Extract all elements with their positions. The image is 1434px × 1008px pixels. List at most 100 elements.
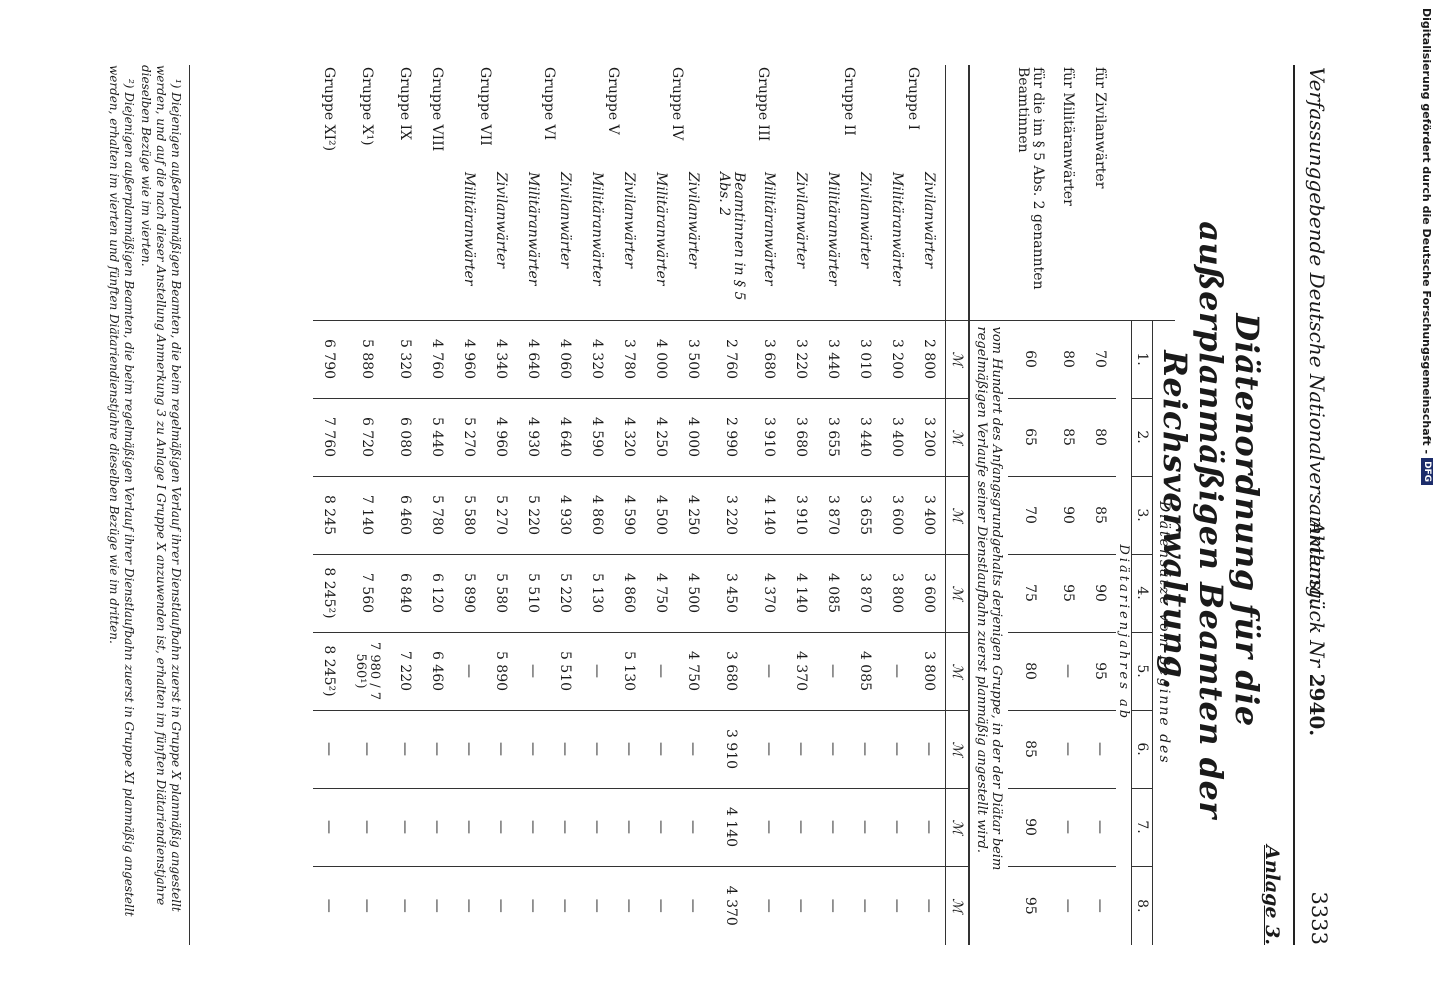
salary-value: — [753, 788, 785, 866]
salary-value: — [613, 710, 645, 788]
percent-value: — [1084, 710, 1116, 788]
unit-symbol: ℳ [945, 788, 969, 866]
salary-value: 4 000 [645, 320, 677, 398]
percent-note-row: vom Hundert des Anfangsgrundgehalts derj… [969, 65, 1008, 946]
salary-value: 5 220 [517, 476, 549, 554]
salary-value: — [581, 632, 613, 710]
salary-value: — [549, 710, 581, 788]
salary-value: 7 980 / 7 560¹) [345, 632, 389, 710]
running-head: Verfassunggebende Deutsche Nationalversa… [1293, 65, 1335, 945]
side-credit-text: Digitalisierung gefördert durch die Deut… [1420, 8, 1434, 455]
salary-value: — [549, 788, 581, 866]
table-head: Diätensätze vom Beginne des 1.2.3.4.5.6.… [1131, 65, 1175, 946]
group-name: Gruppe IV [669, 67, 685, 141]
salary-value: — [389, 866, 421, 946]
salary-value: 6 120 [421, 554, 453, 632]
footnote-2: ²) Diejenigen außerplanmäßigen Beamten, … [107, 65, 136, 917]
salary-value: 3 680 [753, 320, 785, 398]
salary-value: — [389, 788, 421, 866]
salary-value: 6 840 [389, 554, 421, 632]
spacer-cell [969, 65, 1008, 320]
salary-value: 5 270 [485, 476, 517, 554]
salary-value: 3 220 [785, 320, 817, 398]
salary-value: — [753, 632, 785, 710]
salary-value: 4 370 [753, 554, 785, 632]
salary-value: — [389, 710, 421, 788]
salary-value: 4 930 [517, 398, 549, 476]
percent-value: 85 [1008, 710, 1052, 788]
salary-value: 4 370 [709, 866, 753, 946]
salary-value: — [645, 710, 677, 788]
salary-value: 6 720 [345, 398, 389, 476]
salary-value: 3 400 [913, 476, 946, 554]
salary-value: — [345, 788, 389, 866]
salary-value: 4 750 [645, 554, 677, 632]
salary-value: 5 440 [421, 398, 453, 476]
salary-value: — [581, 788, 613, 866]
salary-value: 4 140 [785, 554, 817, 632]
subgroup-label: Zivilanwärter [621, 172, 637, 269]
salary-value: 4 250 [677, 476, 709, 554]
salary-value: 5 510 [517, 554, 549, 632]
salary-value: 5 320 [389, 320, 421, 398]
column-number: 5. [1131, 632, 1153, 710]
salary-value: 7 760 [313, 398, 345, 476]
unit-symbol: ℳ [945, 710, 969, 788]
salary-value: — [517, 866, 549, 946]
salary-value: 4 960 [485, 398, 517, 476]
subgroup-label: Beamtinnen in § 5 Abs. 2 [716, 172, 747, 301]
salary-value: 5 890 [485, 632, 517, 710]
percent-value: 85 [1084, 476, 1116, 554]
salary-value: 3 600 [881, 476, 913, 554]
salary-value: 3 655 [817, 398, 849, 476]
unit-symbol: ℳ [945, 320, 969, 398]
salary-value: 5 580 [453, 476, 485, 554]
salary-value: — [817, 632, 849, 710]
salary-value: — [817, 710, 849, 788]
subgroup-label: Zivilanwärter [793, 172, 809, 269]
salary-value: — [881, 710, 913, 788]
salary-value: — [645, 632, 677, 710]
salary-value: — [517, 788, 549, 866]
salary-value: — [677, 866, 709, 946]
salary-value: — [881, 632, 913, 710]
percent-value: 95 [1052, 554, 1084, 632]
salary-table-wrapper: Diätensätze vom Beginne des 1.2.3.4.5.6.… [313, 65, 1175, 946]
percent-value: 95 [1084, 632, 1116, 710]
percent-value: 90 [1008, 788, 1052, 866]
salary-value: 3 870 [817, 476, 849, 554]
salary-value: 6 790 [313, 320, 345, 398]
group-name: Gruppe V [605, 67, 621, 135]
salary-value: 4 000 [677, 398, 709, 476]
unit-symbol: ℳ [945, 476, 969, 554]
group-name: Gruppe I [905, 67, 921, 131]
salary-value: 4 760 [421, 320, 453, 398]
percent-value: 90 [1084, 554, 1116, 632]
salary-value: 5 130 [581, 554, 613, 632]
salary-value: — [485, 866, 517, 946]
column-number: 3. [1131, 476, 1153, 554]
percent-value: 70 [1008, 476, 1052, 554]
salary-value: — [913, 866, 946, 946]
salary-value: 4 640 [517, 320, 549, 398]
salary-value: — [313, 866, 345, 946]
group-name: Gruppe X¹) [359, 67, 375, 146]
subgroup-label: Militäranwärter [589, 172, 605, 286]
subgroup-label: Zivilanwärter [857, 172, 873, 269]
salary-value: 4 320 [613, 398, 645, 476]
salary-value: — [581, 710, 613, 788]
subgroup-label: Militäranwärter [825, 172, 841, 286]
percent-row-label: für die im § 5 Abs. 2 genannten Beamtinn… [1015, 67, 1046, 290]
salary-value: — [453, 632, 485, 710]
salary-value: — [817, 788, 849, 866]
